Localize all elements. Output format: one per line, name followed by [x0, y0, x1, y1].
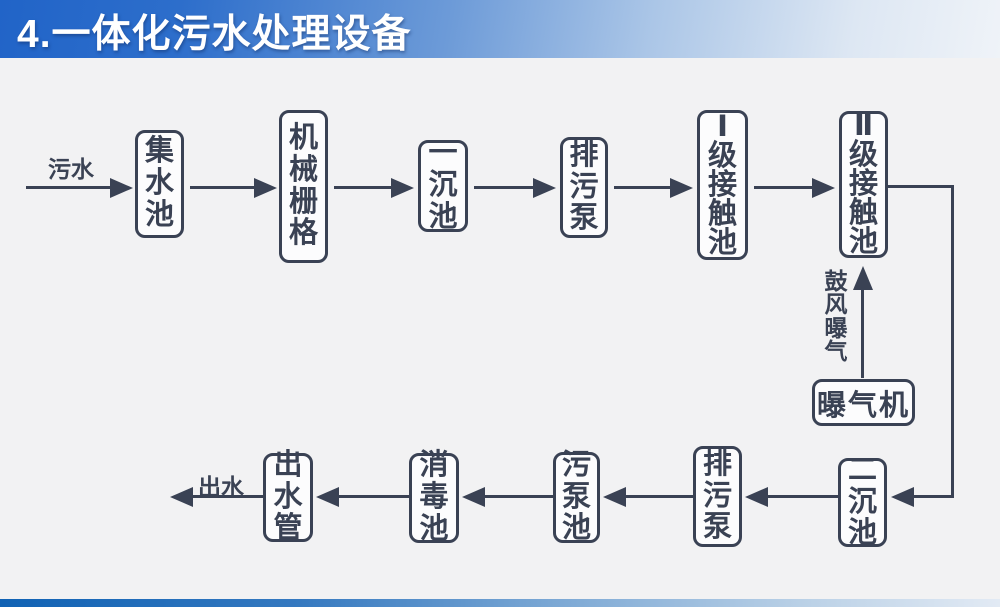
node-sludge-pump-tank: 污泵池: [553, 448, 600, 545]
flow-diagram: 污水 集水池 机械栅格 一沉池 排污泵 Ⅰ级接触池 Ⅱ级接触池: [0, 58, 1000, 599]
node-collection-tank-label: 集水池: [144, 135, 174, 231]
node-sewage-pump-bottom-label: 排污泵: [702, 447, 732, 544]
slide-header-bar: 4.一体化污水处理设备: [0, 0, 1000, 58]
node-secondary-sedimentation-label: 二沉池: [847, 453, 877, 550]
node-outlet-pipe-label: 出水管: [273, 448, 303, 545]
node-sludge-pump-tank-label: 污泵池: [561, 448, 591, 545]
inflow-label: 污水: [48, 156, 94, 182]
node-aerator: 曝气机: [812, 379, 915, 426]
node-secondary-sedimentation-tank: 二沉池: [838, 454, 887, 549]
node-level-1-contact-label: Ⅰ级接触池: [707, 110, 737, 259]
node-level-2-contact-tank: Ⅱ级接触池: [839, 111, 888, 258]
slide-footer-bar: [0, 599, 1000, 607]
node-primary-sedimentation-tank: 一沉池: [418, 137, 468, 233]
node-sewage-pump-top-label: 排污泵: [569, 138, 599, 235]
node-sewage-pump-top: 排污泵: [560, 137, 608, 238]
aeration-label: 鼓风曝气: [824, 268, 848, 365]
node-level-2-contact-label: Ⅱ级接触池: [848, 110, 878, 258]
node-aerator-label: 曝气机: [816, 389, 910, 422]
node-primary-sedimentation-label: 一沉池: [428, 137, 458, 233]
node-collection-tank: 集水池: [135, 130, 184, 238]
node-outlet-pipe: 出水管: [263, 449, 313, 544]
node-mechanical-grid: 机械栅格: [279, 110, 328, 263]
node-mechanical-grid-label: 机械栅格: [288, 121, 318, 250]
node-disinfection-tank: 消毒池: [409, 449, 459, 545]
node-disinfection-tank-label: 消毒池: [419, 449, 449, 545]
slide-title: 4.一体化污水处理设备: [17, 13, 412, 56]
node-level-1-contact-tank: Ⅰ级接触池: [697, 110, 748, 260]
node-sewage-pump-bottom: 排污泵: [693, 446, 742, 547]
